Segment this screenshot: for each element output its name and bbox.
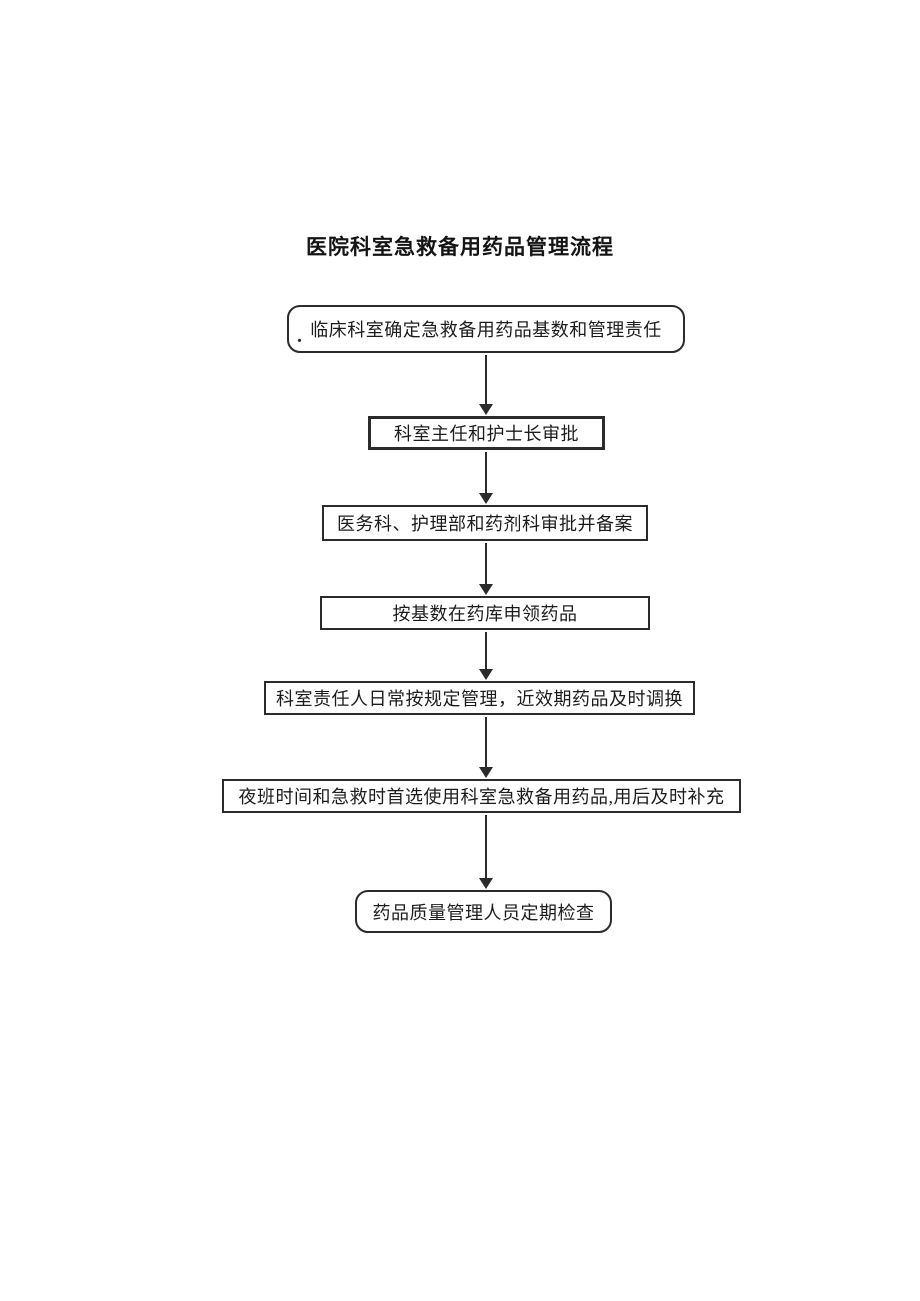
arrow-down-icon — [479, 878, 493, 889]
arrow-shaft — [485, 355, 487, 406]
flow-step-5: 科室责任人日常按规定管理，近效期药品及时调换 — [264, 681, 695, 715]
arrow-shaft — [485, 452, 487, 495]
flow-step-3-label: 医务科、护理部和药剂科审批并备案 — [337, 514, 633, 534]
arrow-down-icon — [479, 493, 493, 504]
flow-connector-2 — [479, 452, 493, 504]
arrow-shaft — [485, 543, 487, 586]
arrow-down-icon — [479, 584, 493, 595]
flow-connector-5 — [479, 717, 493, 778]
flow-step-7: 药品质量管理人员定期检查 — [355, 890, 612, 933]
flow-step-3: 医务科、护理部和药剂科审批并备案 — [322, 505, 648, 541]
flow-step-1-label: 临床科室确定急救备用药品基数和管理责任 — [310, 320, 662, 340]
flow-step-1: 临床科室确定急救备用药品基数和管理责任 — [287, 305, 685, 353]
flow-step-5-label: 科室责任人日常按规定管理，近效期药品及时调换 — [276, 689, 683, 709]
flow-step-7-label: 药品质量管理人员定期检查 — [372, 902, 595, 923]
arrow-shaft — [485, 717, 487, 769]
flow-step-4: 按基数在药库申领药品 — [320, 596, 650, 630]
stray-dot-mark: . — [297, 325, 302, 347]
flowchart-title: 医院科室急救备用药品管理流程 — [306, 236, 614, 259]
flow-step-4-label: 按基数在药库申领药品 — [392, 604, 578, 624]
flow-step-2-label: 科室主任和护士长审批 — [394, 424, 579, 444]
flow-connector-1 — [479, 355, 493, 415]
flow-step-6-label: 夜班时间和急救时首选使用科室急救备用药品,用后及时补充 — [238, 787, 725, 807]
flow-step-2: 科室主任和护士长审批 — [368, 416, 605, 450]
arrow-down-icon — [479, 669, 493, 680]
flow-step-6: 夜班时间和急救时首选使用科室急救备用药品,用后及时补充 — [222, 779, 741, 813]
flow-connector-6 — [479, 815, 493, 889]
arrow-down-icon — [479, 767, 493, 778]
arrow-shaft — [485, 815, 487, 880]
arrow-down-icon — [479, 404, 493, 415]
flow-connector-3 — [479, 543, 493, 595]
arrow-shaft — [485, 632, 487, 671]
flow-connector-4 — [479, 632, 493, 680]
